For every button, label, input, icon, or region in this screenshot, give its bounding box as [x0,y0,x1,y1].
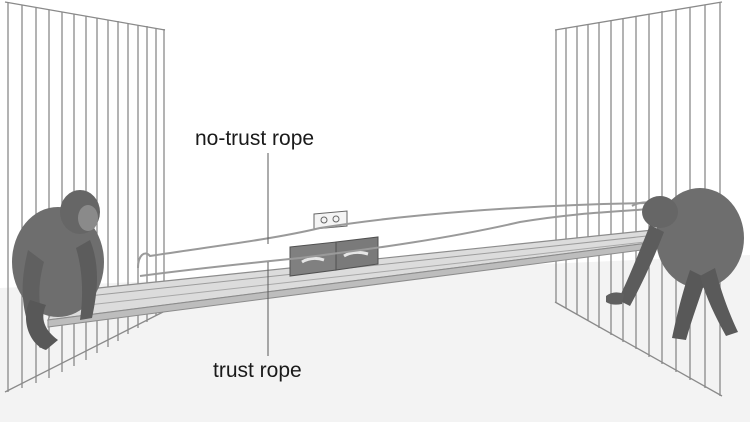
chimpanzee-right [606,188,744,340]
board-rail [69,232,676,299]
no-trust-rope-label: no-trust rope [195,127,315,150]
chimp-right-body [656,188,744,288]
food-trays [289,236,379,277]
chimp-left-leg [25,300,58,350]
chimpanzee-left [12,190,104,350]
trust-rope-line [139,207,661,277]
banana-icon [301,256,325,264]
chimp-right-leg [672,270,706,340]
right-cage-bottom-edge [554,301,723,397]
chimp-right-hand [606,292,624,305]
left-cage-top-edge [4,1,166,31]
trust-rope-label: trust rope [213,359,302,382]
banana-icon [343,250,369,258]
small-box-knob-icon [332,215,340,223]
small-box-knob-icon [320,216,328,224]
right-cage-top-edge [554,1,723,31]
chimp-left-face [78,205,98,231]
left-cage-bottom-edge [4,310,166,393]
chimp-right-arm [618,225,664,306]
right-cage [554,1,723,397]
no-trust-rope-line [137,202,651,269]
chimp-right-head [642,196,678,228]
board-rail [61,237,681,309]
chimp-right-leg [700,268,738,336]
chimp-left-arm [76,240,97,320]
